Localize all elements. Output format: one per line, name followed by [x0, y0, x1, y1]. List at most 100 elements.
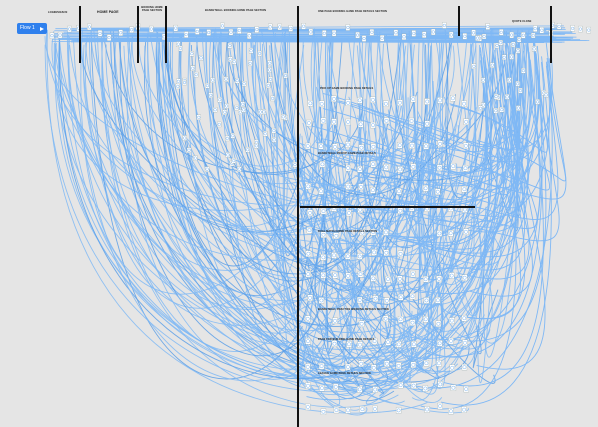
hotspot-marker — [371, 365, 376, 370]
hotspot-marker — [442, 23, 446, 27]
connection-line — [321, 45, 509, 384]
hotspot-marker — [410, 320, 415, 325]
hotspot-marker — [462, 187, 467, 192]
hotspot-marker — [479, 106, 483, 110]
hotspot-marker — [402, 35, 406, 39]
hotspot-marker — [423, 317, 428, 322]
hotspot-marker — [436, 298, 440, 303]
hotspot-marker — [306, 339, 310, 344]
hotspot-marker — [149, 27, 153, 31]
hotspot-marker — [87, 25, 91, 29]
hotspot-marker — [119, 31, 123, 35]
hotspot-marker — [319, 144, 323, 149]
hotspot-marker — [409, 119, 414, 123]
connection-line — [474, 69, 560, 242]
connection-line — [215, 28, 353, 381]
hotspot-marker — [486, 25, 490, 29]
connection-line — [317, 45, 531, 333]
hotspot-marker — [346, 408, 350, 413]
section-label-home: HOME PAGE — [97, 10, 119, 14]
connection-line — [398, 58, 504, 250]
connection-line — [272, 30, 421, 162]
hotspot-marker — [305, 365, 310, 369]
hotspot-marker — [438, 98, 442, 103]
hotspot-marker — [218, 98, 222, 102]
connection-line — [310, 29, 430, 235]
hotspot-marker — [346, 365, 350, 369]
hotspot-marker — [411, 272, 415, 276]
hotspot-marker — [494, 95, 498, 99]
hotspot-marker — [309, 30, 313, 34]
hotspot-marker — [358, 167, 362, 172]
section-label-basketball: BASKETBALL BOOKING HOME PAGE SECTION — [205, 9, 267, 12]
hotspot-marker — [499, 30, 503, 34]
connection-line — [44, 44, 434, 393]
hotspot-marker — [499, 41, 503, 45]
flow-start-chip[interactable]: Flow 1 — [17, 23, 47, 34]
hotspot-marker — [516, 49, 520, 53]
hotspot-marker — [199, 56, 203, 60]
connection-line — [344, 35, 402, 238]
hotspot-marker — [516, 106, 520, 110]
hotspot-marker — [384, 298, 389, 303]
connection-line — [438, 44, 541, 258]
connection-line — [79, 25, 564, 29]
hotspot-marker — [193, 156, 197, 160]
connection-line — [212, 41, 502, 266]
hotspot-marker — [345, 254, 350, 259]
hotspot-marker — [370, 30, 374, 34]
hotspot-marker — [359, 145, 364, 150]
hotspot-marker — [397, 189, 401, 194]
hotspot-marker — [380, 36, 384, 40]
hotspot-marker — [578, 27, 582, 31]
hotspot-marker — [462, 407, 466, 412]
connection-line — [323, 51, 532, 204]
connection-line — [417, 36, 474, 166]
connection-line — [359, 29, 449, 249]
hotspot-marker — [500, 108, 504, 112]
hotspot-marker — [357, 387, 362, 392]
connection-line — [382, 28, 519, 300]
hotspot-marker — [346, 100, 350, 105]
hotspot-marker — [271, 96, 275, 100]
hotspot-marker — [386, 340, 390, 345]
hotspot-marker — [242, 108, 246, 112]
hotspot-marker — [207, 30, 211, 35]
connection-line — [251, 30, 482, 350]
hotspot-marker — [224, 77, 228, 81]
hotspot-marker — [346, 25, 350, 30]
hotspot-marker — [191, 66, 195, 70]
prototype-connections — [44, 25, 590, 416]
connection-line — [105, 44, 402, 359]
hotspot-marker — [396, 342, 401, 347]
hotspot-marker — [333, 318, 337, 323]
connection-line — [356, 45, 436, 393]
hotspot-marker — [346, 166, 351, 170]
hotspot-marker — [242, 82, 246, 86]
hotspot-marker — [371, 123, 375, 127]
connection-line — [276, 29, 303, 313]
hotspot-marker — [425, 99, 430, 104]
hotspot-marker — [371, 230, 376, 234]
connection-line — [113, 36, 311, 271]
hotspot-marker — [359, 361, 364, 366]
hotspot-marker — [205, 167, 209, 171]
connection-line — [470, 50, 551, 191]
connection-line — [86, 28, 573, 33]
connection-line — [385, 37, 493, 244]
connection-line — [298, 32, 405, 194]
hotspot-marker — [463, 144, 468, 148]
hotspot-marker — [308, 101, 313, 106]
connection-line — [302, 38, 389, 174]
hotspot-marker — [281, 115, 285, 119]
hotspot-marker — [306, 272, 311, 276]
connection-line — [418, 34, 434, 332]
connection-line — [429, 41, 524, 233]
connection-line — [310, 31, 530, 378]
hotspot-marker — [373, 296, 378, 301]
hotspot-marker — [358, 342, 362, 347]
section-label-bookings: BOOKING HOME PAGE SECTION — [141, 6, 163, 12]
hotspot-marker — [425, 407, 429, 412]
hotspot-marker — [384, 118, 389, 123]
